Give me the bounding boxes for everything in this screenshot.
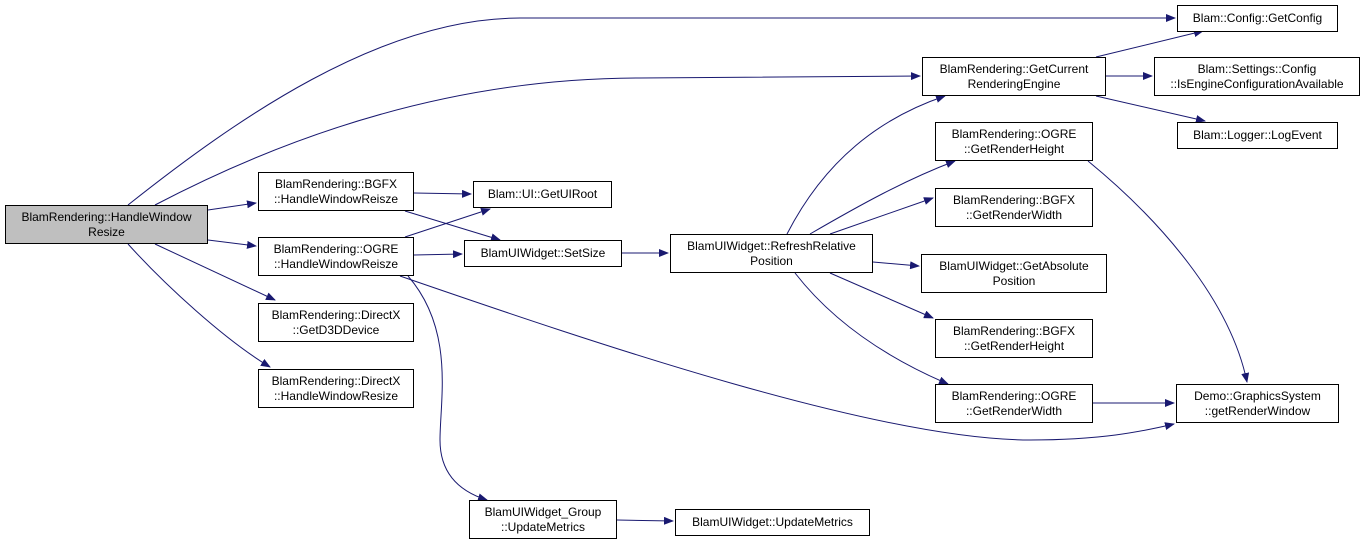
edge-root-to-dx_hwr	[127, 243, 271, 368]
edge-gcre-to-getconfig	[1095, 29, 1204, 58]
node-directx-handle-window-resize[interactable]: BlamRendering::DirectX::HandleWindowResi…	[258, 369, 414, 408]
edge-gcre-to-logevent	[1095, 95, 1206, 123]
edge-refresh-to-bgfx_grw	[829, 197, 934, 235]
node-directx-get-d3d-device[interactable]: BlamRendering::DirectX::GetD3DDevice	[258, 303, 414, 342]
edge-ogre_hwr-to-grp_um	[407, 275, 488, 502]
edge-ogre_hwr-to-setsize	[413, 250, 463, 259]
node-ogre-get-render-width[interactable]: BlamRendering::OGRE::GetRenderWidth	[935, 384, 1093, 423]
edge-root-to-dx_gd3d	[154, 243, 276, 301]
node-ui-get-ui-root[interactable]: Blam::UI::GetUIRoot	[473, 181, 612, 208]
node-bgfx-handle-window-reisze[interactable]: BlamRendering::BGFX::HandleWindowReisze	[258, 172, 414, 211]
node-ogre-get-render-height[interactable]: BlamRendering::OGRE::GetRenderHeight	[935, 122, 1093, 161]
edge-root-to-gcre	[154, 72, 921, 206]
node-config-get-config[interactable]: Blam::Config::GetConfig	[1177, 5, 1338, 32]
edge-refresh-to-gcre	[786, 95, 946, 235]
edge-ogre_hwr-to-demo_grw	[399, 275, 1175, 441]
edge-bgfx_hwr-to-setsize	[404, 210, 501, 242]
edge-refresh-to-abspos	[872, 261, 920, 270]
node-settings-is-engine-configuration-available[interactable]: Blam::Settings::Config::IsEngineConfigur…	[1154, 57, 1360, 96]
node-demo-graphics-system-get-render-window[interactable]: Demo::GraphicsSystem::getRenderWindow	[1176, 384, 1339, 423]
node-ogre-handle-window-reisze[interactable]: BlamRendering::OGRE::HandleWindowReisze	[258, 237, 414, 276]
node-uiwidget-set-size[interactable]: BlamUIWidget::SetSize	[464, 240, 622, 267]
edge-ogre_grh-to-demo_grw	[1087, 160, 1250, 383]
node-bgfx-get-render-height[interactable]: BlamRendering::BGFX::GetRenderHeight	[935, 319, 1093, 358]
node-logger-log-event[interactable]: Blam::Logger::LogEvent	[1177, 122, 1338, 149]
edge-root-to-getconfig	[127, 14, 1176, 206]
edge-grp_um-to-um	[616, 516, 674, 525]
edge-refresh-to-ogre_grh	[809, 160, 956, 235]
node-uiwidget-group-update-metrics[interactable]: BlamUIWidget_Group::UpdateMetrics	[469, 500, 617, 539]
edge-bgfx_hwr-to-ui_root	[413, 189, 472, 198]
edge-root-to-bgfx_hwr	[207, 200, 257, 211]
node-uiwidget-update-metrics[interactable]: BlamUIWidget::UpdateMetrics	[675, 509, 870, 536]
edge-refresh-to-ogre_grw	[794, 272, 949, 385]
edge-ogre_hwr-to-ui_root	[404, 208, 491, 238]
edge-root-to-ogre_hwr	[207, 239, 257, 249]
edge-refresh-to-bgfx_grh	[829, 272, 934, 319]
node-bgfx-get-render-width[interactable]: BlamRendering::BGFX::GetRenderWidth	[935, 188, 1093, 227]
